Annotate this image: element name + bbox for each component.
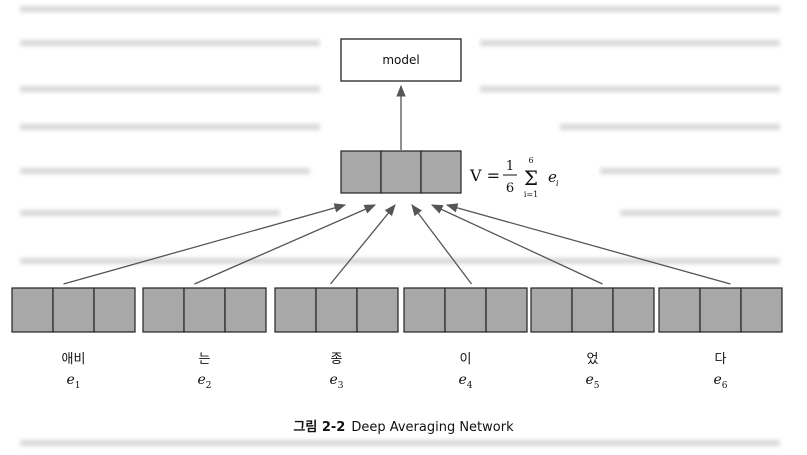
- formula-numerator: 1: [506, 159, 514, 174]
- arrow-token-6: [445, 203, 731, 285]
- formula-term-sub: i: [556, 179, 559, 188]
- arrow-token-4: [411, 204, 473, 285]
- token-3-cell-2: [315, 287, 358, 333]
- token-word-4: 이: [459, 352, 472, 367]
- formula-denominator: 6: [506, 181, 514, 196]
- token-embeddings: [11, 287, 783, 333]
- token-embedding-4: [403, 287, 528, 333]
- token-word-1: 애비: [61, 352, 86, 367]
- token-6-cell-2: [699, 287, 742, 333]
- formula-term: e: [548, 168, 557, 186]
- formula-sum-upper: 6: [528, 156, 533, 165]
- token-3-cell-3: [356, 287, 399, 333]
- token-word-5: 었: [586, 352, 599, 367]
- figure-caption: 그림 2-2 Deep Averaging Network: [0, 416, 807, 435]
- token-6-cell-1: [658, 287, 701, 333]
- embedding-label-6: e6: [713, 372, 728, 391]
- token-2-cell-2: [183, 287, 226, 333]
- token-word-3: 종: [330, 352, 343, 367]
- token-2-cell-3: [224, 287, 267, 333]
- figure-title: Deep Averaging Network: [351, 420, 514, 435]
- averaged-vector-cell-2: [380, 150, 422, 194]
- token-5-cell-1: [530, 287, 573, 333]
- formula-lhs: V =: [469, 166, 500, 185]
- embedding-label-4: e4: [458, 372, 473, 391]
- formula-sigma: Σ: [524, 166, 538, 190]
- arrow-token-1: [63, 203, 347, 285]
- averaging-arrows: [63, 203, 731, 285]
- averaged-vector-cell-3: [420, 150, 462, 194]
- token-1-cell-2: [52, 287, 95, 333]
- formula-sum-lower: i=1: [524, 190, 538, 199]
- token-embedding-5: [530, 287, 655, 333]
- embedding-label-3: e3: [329, 372, 344, 391]
- averaged-vector-cell-1: [340, 150, 382, 194]
- figure-number: 그림 2-2: [293, 420, 346, 435]
- token-embedding-3: [274, 287, 399, 333]
- token-word-6: 다: [714, 352, 727, 367]
- token-embedding-1: [11, 287, 136, 333]
- token-1-cell-1: [11, 287, 54, 333]
- average-formula: V = 1 6 6 Σ i=1 e i: [469, 156, 559, 199]
- token-4-cell-1: [403, 287, 446, 333]
- token-embedding-2: [142, 287, 267, 333]
- model-box: model: [340, 38, 462, 82]
- embedding-label-2: e2: [197, 372, 212, 391]
- token-4-cell-2: [444, 287, 487, 333]
- model-label: model: [382, 53, 419, 67]
- averaged-vector: [340, 150, 462, 194]
- arrow-token-5: [430, 204, 603, 285]
- token-3-cell-1: [274, 287, 317, 333]
- arrow-token-3: [329, 204, 396, 285]
- token-word-2: 는: [198, 352, 211, 367]
- token-4-cell-3: [485, 287, 528, 333]
- token-5-cell-2: [571, 287, 614, 333]
- token-6-cell-3: [740, 287, 783, 333]
- embedding-label-1: e1: [66, 372, 81, 391]
- token-embedding-6: [658, 287, 783, 333]
- arrow-token-2: [194, 204, 377, 285]
- embedding-label-5: e5: [585, 372, 600, 391]
- token-5-cell-3: [612, 287, 655, 333]
- token-2-cell-1: [142, 287, 185, 333]
- token-1-cell-3: [93, 287, 136, 333]
